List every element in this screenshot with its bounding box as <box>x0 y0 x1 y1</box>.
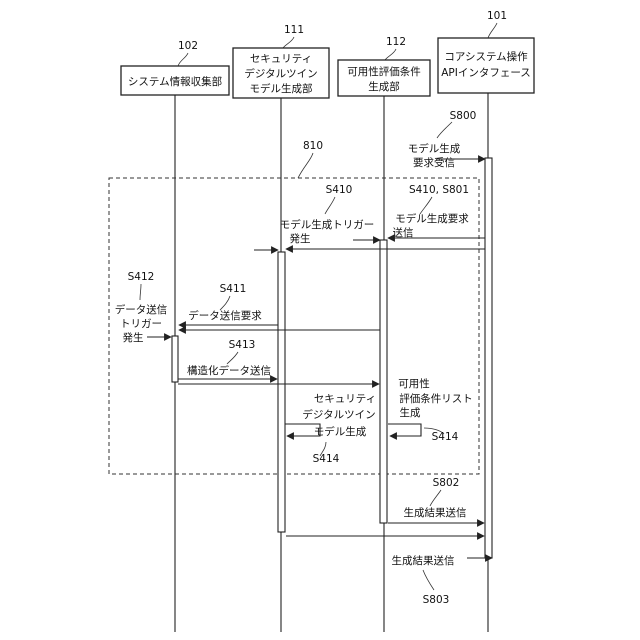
participant-label-line1: 可用性評価条件 <box>347 65 421 78</box>
step-id: S410 <box>326 184 353 196</box>
step-label-line3: 発生 <box>123 331 144 344</box>
step-label-line3: モデル生成 <box>314 425 367 438</box>
participant-system-info-collector: 102 システム情報収集部 <box>121 40 229 95</box>
participant-security-dt-model-generator: 111 セキュリティ デジタルツイン モデル生成部 <box>233 24 329 98</box>
step-s414-security-model: セキュリティ デジタルツイン モデル生成 S414 <box>285 393 376 465</box>
step-label-line2: 評価条件リスト <box>399 392 473 405</box>
participant-label-line3: モデル生成部 <box>250 82 313 95</box>
leader-line <box>220 296 230 310</box>
participant-ref-111: 111 <box>284 24 304 36</box>
step-s414-availability-list: 可用性 評価条件リスト 生成 S414 <box>388 377 473 443</box>
step-s410: S410 モデル生成トリガー 発生 <box>254 184 380 250</box>
participant-ref-112: 112 <box>386 36 406 48</box>
step-label-line2: デジタルツイン <box>302 408 375 421</box>
step-id: S410, S801 <box>409 184 469 196</box>
step-label-line2: 発生 <box>290 232 311 245</box>
arrow-self-112 <box>388 424 421 436</box>
step-label-line1: 可用性 <box>398 377 430 390</box>
step-id: S413 <box>229 339 256 351</box>
step-s803: 生成結果送信 S803 <box>392 554 493 606</box>
participant-label-line1: セキュリティ <box>250 53 312 65</box>
participant-label: システム情報収集部 <box>128 75 222 88</box>
participant-availability-condition-generator: 112 可用性評価条件 生成部 <box>338 36 430 96</box>
step-s412: S412 データ送信 トリガー 発生 <box>115 271 171 344</box>
leader-line <box>488 23 497 38</box>
frame-ref-810: 810 <box>303 140 323 152</box>
leader-line <box>298 153 313 178</box>
leader-line <box>227 352 238 364</box>
step-id: S412 <box>128 271 155 283</box>
participant-core-system-api: 101 コアシステム操作 APIインタフェース <box>438 10 534 93</box>
leader-line <box>140 284 141 300</box>
step-id: S803 <box>423 594 450 606</box>
step-label-line1: モデル生成要求 <box>395 212 469 225</box>
leader-line <box>437 122 452 138</box>
step-label: 構造化データ送信 <box>187 364 271 377</box>
leader-line <box>423 570 434 590</box>
activation-112 <box>380 240 387 523</box>
participant-ref-102: 102 <box>178 40 198 52</box>
step-label-line2: 送信 <box>393 226 414 239</box>
step-id: S414 <box>432 431 459 443</box>
step-label-line1: セキュリティ <box>314 393 376 405</box>
leader-line <box>420 197 432 214</box>
step-label-line1: モデル生成 <box>408 142 461 155</box>
step-id: S800 <box>450 110 477 122</box>
participant-ref-101: 101 <box>487 10 507 22</box>
participant-label-line2: 生成部 <box>368 80 400 93</box>
step-label-line1: データ送信 <box>115 303 168 316</box>
step-label-line2: トリガー <box>120 318 162 330</box>
participant-label-line2: デジタルツイン <box>244 67 317 80</box>
step-label-line3: 生成 <box>400 406 421 419</box>
step-label-line1: モデル生成トリガー <box>280 218 375 231</box>
activation-111 <box>278 252 285 532</box>
leader-line <box>430 490 441 506</box>
step-label: 生成結果送信 <box>392 554 455 567</box>
activation-101 <box>485 158 492 558</box>
leader-line <box>325 197 335 214</box>
step-id: S802 <box>433 477 460 489</box>
step-label: データ送信要求 <box>188 309 262 322</box>
step-s410-s801: S410, S801 モデル生成要求 送信 <box>286 184 485 249</box>
participant-label-line1: コアシステム操作 <box>444 50 528 63</box>
participant-label-line2: APIインタフェース <box>441 67 531 79</box>
activation-102 <box>172 336 178 382</box>
participant-box <box>438 38 534 93</box>
leader-line <box>283 37 294 48</box>
step-label: 生成結果送信 <box>404 506 467 519</box>
leader-line <box>385 49 396 60</box>
step-id: S414 <box>313 453 340 465</box>
step-id: S411 <box>220 283 247 295</box>
leader-line <box>178 53 188 66</box>
step-s800: S800 モデル生成 要求受信 <box>408 110 485 169</box>
